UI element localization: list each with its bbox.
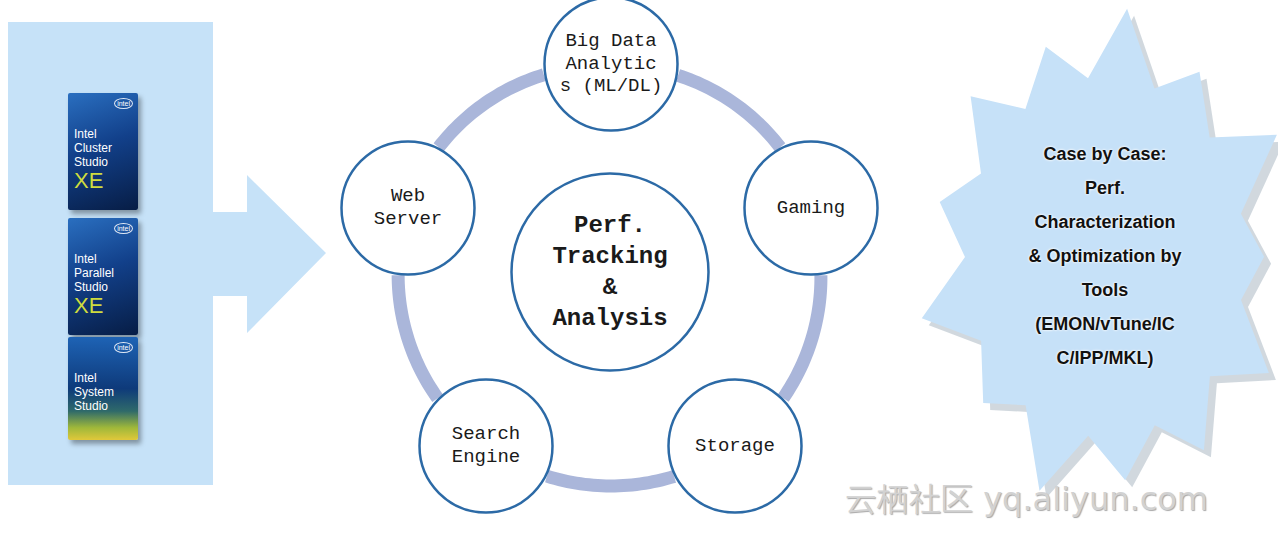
circle-shape — [342, 142, 475, 275]
circle-shape — [745, 142, 878, 275]
topic-circle: Gaming — [743, 140, 879, 276]
product-name: Intel Parallel Studio — [74, 252, 132, 294]
product-name: Intel Cluster Studio — [74, 127, 132, 169]
ring-segment — [439, 75, 544, 148]
node-label: Storage — [682, 435, 788, 458]
ring-segment — [678, 75, 780, 147]
text-holder: Storage — [667, 378, 803, 514]
ring-segment — [547, 476, 674, 486]
text-holder: Search Engine — [418, 378, 554, 514]
brand-logo: intel — [114, 223, 133, 234]
topic-circle: Web Server — [340, 140, 476, 276]
text-holder: intelIntel Cluster StudioXE — [68, 93, 138, 210]
tool-panel — [8, 22, 213, 485]
node-label: Search Engine — [433, 423, 539, 469]
circle-shape — [512, 174, 709, 371]
circle-shape — [545, 0, 678, 131]
node-label: Big Data Analytic s (ML/DL) — [558, 30, 664, 98]
watermark: 云栖社区 yq.aliyun.com — [845, 478, 1208, 522]
starburst-shape — [922, 9, 1277, 491]
topic-circle: Storage — [667, 378, 803, 514]
product-name: Intel System Studio — [74, 371, 132, 413]
block-arrow — [213, 175, 326, 333]
topic-circle: Big Data Analytic s (ML/DL) — [543, 0, 679, 132]
edition-mark: XE — [74, 169, 103, 193]
circle-shape — [669, 380, 802, 513]
text-holder: Gaming — [743, 140, 879, 276]
text-holder: Big Data Analytic s (ML/DL) — [543, 0, 679, 132]
topic-circle: Search Engine — [418, 378, 554, 514]
circle-shape — [420, 380, 553, 513]
product-box: intelIntel Parallel StudioXE — [68, 218, 138, 335]
product-box: intelIntel System Studio — [68, 337, 138, 440]
text-holder: Perf. Tracking & Analysis — [510, 172, 710, 372]
ring-segment — [783, 275, 821, 398]
node-label: Perf. Tracking & Analysis — [550, 210, 670, 335]
callout-text: Case by Case: Perf. Characterization & O… — [1026, 137, 1184, 375]
text-holder: Web Server — [340, 140, 476, 276]
starburst-callout: Case by Case: Perf. Characterization & O… — [915, 3, 1278, 508]
edition-mark: XE — [74, 294, 103, 318]
product-box: intelIntel Cluster StudioXE — [68, 93, 138, 210]
text-holder: intelIntel System Studio — [68, 337, 138, 440]
text-holder: intelIntel Parallel StudioXE — [68, 218, 138, 335]
ring-segment — [398, 275, 437, 398]
hub-circle: Perf. Tracking & Analysis — [510, 172, 710, 372]
node-label: Gaming — [758, 197, 864, 220]
brand-logo: intel — [114, 98, 133, 109]
circle-outline — [510, 172, 710, 372]
text-holder: Case by Case: Perf. Characterization & O… — [1016, 3, 1194, 508]
brand-logo: intel — [114, 342, 133, 353]
node-label: Web Server — [355, 185, 461, 231]
